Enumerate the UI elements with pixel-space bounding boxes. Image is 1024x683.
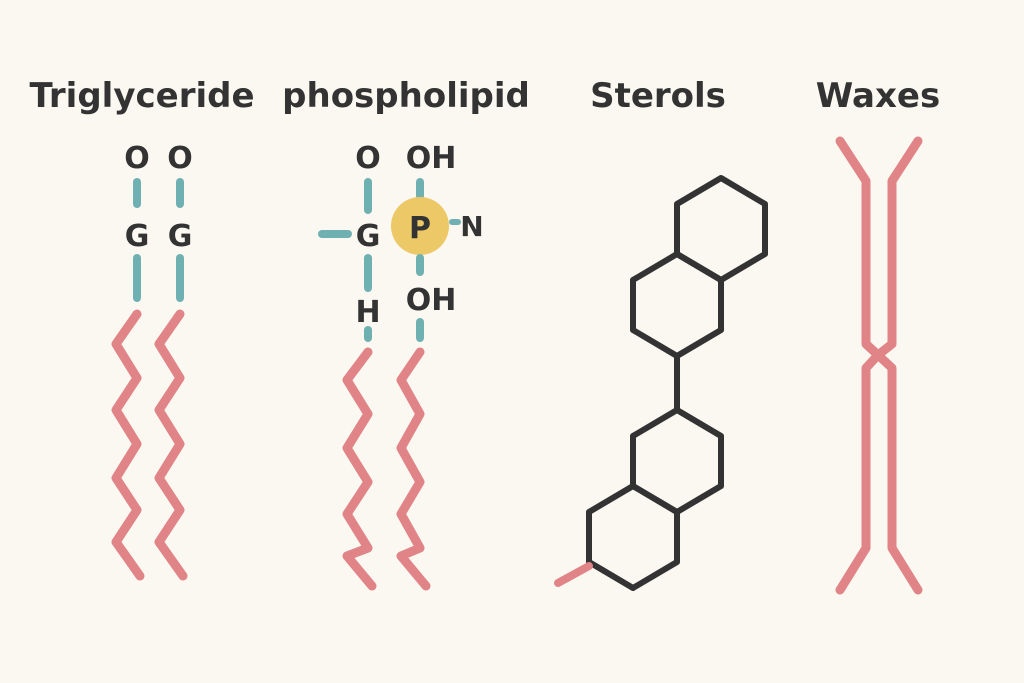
- phosphate-circle: [391, 197, 449, 255]
- sterol-tail-bond: [554, 562, 593, 587]
- sterol-ring-4: [586, 483, 680, 591]
- title-triglyceride: Triglyceride: [29, 76, 254, 116]
- fatty-acid-chain-right: [154, 309, 188, 581]
- atom-g-left: G: [125, 219, 150, 254]
- wax-chain-lower-left: [835, 350, 883, 595]
- atom-o: O: [355, 141, 381, 176]
- fatty-acid-chain-left: [342, 347, 377, 591]
- wax-chain-lower-right: [873, 350, 923, 595]
- atom-g: G: [356, 219, 381, 254]
- atom-o-left: O: [124, 141, 150, 176]
- atom-oh-bottom: OH: [406, 283, 457, 318]
- atom-p: P: [409, 211, 431, 246]
- fatty-acid-chain-right: [396, 347, 431, 591]
- title-waxes: Waxes: [816, 76, 940, 116]
- sterol-ring-2: [630, 251, 724, 359]
- phospholipid-structure: O OH G P N H OH: [318, 141, 484, 591]
- triglyceride-structure: O O G G: [111, 141, 193, 581]
- atom-h: H: [355, 295, 380, 330]
- atom-oh-top: OH: [406, 141, 457, 176]
- atom-n: N: [460, 210, 483, 243]
- atom-g-right: G: [168, 219, 193, 254]
- wax-chain-upper-right: [873, 136, 923, 360]
- wax-chain-upper-left: [835, 136, 883, 360]
- title-sterols: Sterols: [590, 76, 726, 116]
- atom-o-right: O: [167, 141, 193, 176]
- title-phospholipid: phospholipid: [282, 76, 530, 116]
- sterol-ring-structure: [554, 175, 768, 591]
- fatty-acid-chain-left: [111, 309, 145, 581]
- wax-structure: [835, 136, 923, 595]
